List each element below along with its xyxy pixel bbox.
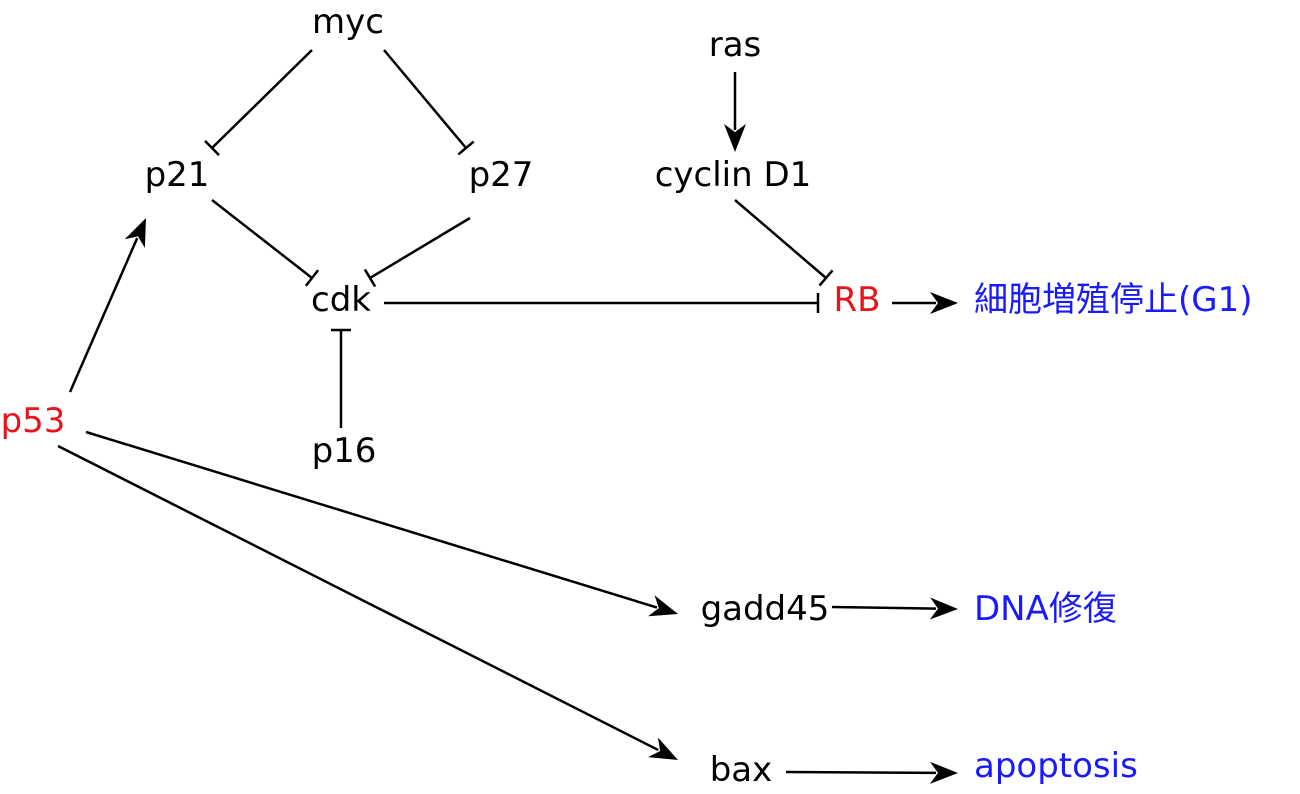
edge-p27-to-cdk xyxy=(363,216,471,288)
edge-line xyxy=(734,199,827,279)
arrowhead-icon xyxy=(648,737,678,760)
edge-p53-to-p21 xyxy=(68,218,146,393)
node-myc: myc xyxy=(312,2,384,42)
nodes-layer: myc ras p21 p27 cyclin D1 cdk RB p53 p16 gadd45 ba… xyxy=(1,2,1253,790)
inhibition-bar-icon xyxy=(363,268,377,288)
node-gadd45: gadd45 xyxy=(701,589,830,629)
arrowhead-icon xyxy=(929,761,958,784)
node-cdk: cdk xyxy=(311,280,371,320)
inhibition-bar-icon xyxy=(304,269,320,287)
arrowhead-icon xyxy=(724,124,746,152)
node-p53: p53 xyxy=(1,401,66,441)
edge-p21-to-cdk xyxy=(211,199,320,287)
edge-line xyxy=(85,430,658,609)
node-dna-repair: DNA修復 xyxy=(974,589,1117,629)
node-ras: ras xyxy=(709,25,762,65)
inhibition-bar-icon xyxy=(204,139,220,157)
inhibition-bar-icon xyxy=(457,140,475,156)
inhibition-bar-icon xyxy=(818,269,834,287)
edge-line xyxy=(831,605,937,610)
edge-myc-to-p27 xyxy=(383,49,475,156)
edge-ras-to-cyclin-d1 xyxy=(724,72,746,152)
edge-rb-to-cell-cycle-arrest xyxy=(892,292,958,314)
edge-cyclin-d1-to-rb xyxy=(734,199,834,287)
node-p21: p21 xyxy=(145,155,210,195)
edge-bax-to-apoptosis xyxy=(785,761,958,784)
edge-line xyxy=(369,216,471,280)
node-apoptosis: apoptosis xyxy=(974,746,1138,786)
node-rb: RB xyxy=(834,280,881,320)
arrowhead-icon xyxy=(124,218,146,249)
edge-line xyxy=(211,49,313,149)
edge-line xyxy=(211,199,313,279)
edge-p16-to-cdk xyxy=(331,328,351,428)
node-cell-cycle-arrest: 細胞増殖停止(G1) xyxy=(974,280,1253,320)
edge-line xyxy=(68,237,139,393)
arrowhead-icon xyxy=(930,292,958,314)
edge-p53-to-gadd45 xyxy=(85,430,678,617)
arrowhead-icon xyxy=(929,597,958,620)
arrowhead-icon xyxy=(648,595,678,617)
edges-layer xyxy=(57,49,958,784)
node-bax: bax xyxy=(710,750,773,790)
edge-line xyxy=(383,49,467,149)
edge-line xyxy=(57,444,659,752)
edge-myc-to-p21 xyxy=(204,49,313,157)
node-cyclin-d1: cyclin D1 xyxy=(655,155,812,195)
node-p27: p27 xyxy=(469,155,534,195)
edge-cdk-to-rb xyxy=(384,293,820,313)
node-p16: p16 xyxy=(312,431,377,471)
edge-gadd45-to-dna-repair xyxy=(831,597,958,620)
edge-line xyxy=(785,770,937,775)
edge-p53-to-bax xyxy=(57,444,678,760)
